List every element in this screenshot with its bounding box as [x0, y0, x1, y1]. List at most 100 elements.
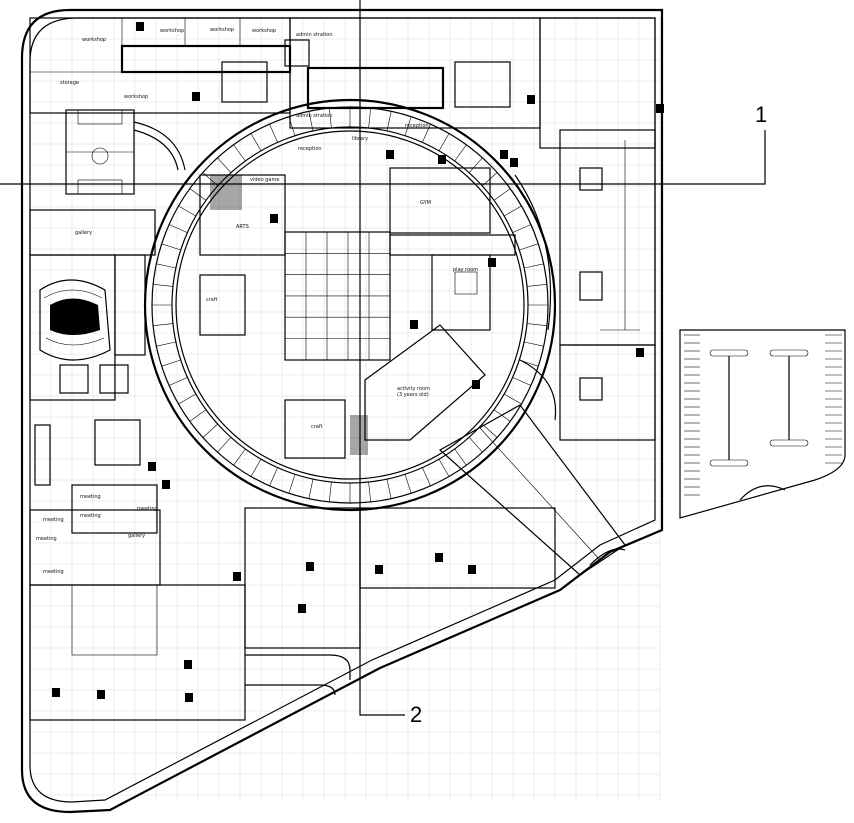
auditorium [39, 279, 111, 361]
ring-segment [189, 409, 207, 422]
ring-segment [233, 448, 246, 466]
room-label: activity room [397, 386, 430, 392]
ring-segment [269, 467, 278, 487]
column-block [410, 320, 418, 329]
ring-segment [504, 393, 522, 405]
ring-segment [454, 144, 467, 162]
ring-segment [482, 423, 498, 438]
column-block [472, 380, 480, 389]
column-block [162, 480, 170, 489]
ring-segment [526, 323, 547, 326]
section-mark-1: 1 [755, 102, 767, 127]
column-block [527, 95, 535, 104]
column-block [192, 92, 200, 101]
right-wing [559, 129, 656, 441]
column-block [185, 693, 193, 702]
parking-bays [684, 334, 842, 496]
column-block [386, 150, 394, 159]
ring-segment [504, 205, 522, 217]
ring-segment [524, 341, 544, 347]
ring-segment [438, 459, 450, 477]
ring-segment [512, 377, 532, 386]
column-block [488, 258, 496, 267]
column-block [500, 150, 508, 159]
room-label: meeting [43, 569, 64, 575]
upper-building [29, 17, 656, 149]
ring-segment [422, 123, 431, 143]
column-block [438, 155, 446, 164]
central-grid [284, 231, 391, 361]
ring-segment [288, 116, 296, 136]
ring-segment [404, 474, 412, 494]
ring-segment [161, 359, 181, 367]
ring-segment [422, 467, 431, 487]
background-grid [29, 17, 661, 800]
room-label: admin stration [296, 32, 333, 38]
ring-segment [308, 111, 314, 131]
room-label: workshop [82, 37, 106, 43]
structural-columns [52, 22, 664, 702]
ring-segment [468, 157, 483, 173]
room-label: library [352, 136, 368, 142]
column-block [136, 22, 144, 31]
ring-segment [386, 479, 392, 499]
ring-segment [153, 323, 174, 326]
ring-segment [217, 157, 232, 173]
ring-segment [153, 284, 174, 287]
section-mark-2: 2 [410, 702, 422, 727]
room-label: meeting [80, 513, 101, 519]
ring-structure [152, 107, 548, 503]
ring-segment [404, 116, 412, 136]
section-line-1 [0, 130, 766, 185]
ring-segment [202, 423, 218, 438]
room-label: workshop [252, 28, 276, 34]
room-label: ARTS [236, 224, 249, 230]
room-label: play room [453, 267, 478, 273]
room-label: GYM [420, 200, 431, 206]
column-block [435, 553, 443, 562]
left-wing [29, 209, 156, 486]
ring-segment [454, 448, 467, 466]
column-block [184, 660, 192, 669]
ring-segment [168, 377, 188, 386]
column-block [233, 572, 241, 581]
ring-segment [288, 474, 296, 494]
ring-segment [156, 341, 176, 347]
ring-segment [519, 243, 539, 251]
ring-segment [156, 263, 176, 269]
circular-center [143, 98, 557, 512]
room-labels: workshop workshop workshop workshop work… [36, 27, 478, 575]
room-label: craft [206, 297, 218, 303]
room-label: meeting [43, 517, 64, 523]
ring-segment [233, 144, 246, 162]
ring-segment [368, 108, 371, 129]
room-label: storage [60, 80, 79, 86]
section-line-2 [359, 0, 405, 716]
ring-segment [217, 437, 232, 453]
room-label: reception [405, 123, 429, 129]
ring-segment [178, 393, 196, 405]
ring-segment [178, 205, 196, 217]
room-label: admin stration [296, 113, 333, 119]
ring-segment [168, 224, 188, 233]
bridge-stair [438, 404, 626, 576]
column-block [656, 104, 664, 113]
ring-segment [512, 224, 532, 233]
room-label: gallery [128, 533, 145, 539]
ring-segment [269, 123, 278, 143]
column-block [148, 462, 156, 471]
column-block [510, 158, 518, 167]
ring-segment [493, 188, 511, 201]
lower-block [29, 484, 556, 721]
ring-segment [250, 133, 262, 151]
room-label: workshop [210, 27, 234, 33]
ring-segment [329, 108, 332, 129]
column-block [636, 348, 644, 357]
column-block [306, 562, 314, 571]
column-block [375, 565, 383, 574]
room-label: reception [298, 146, 322, 152]
column-block [270, 214, 278, 223]
site-boundary [20, 8, 664, 814]
sports-court [65, 109, 186, 195]
